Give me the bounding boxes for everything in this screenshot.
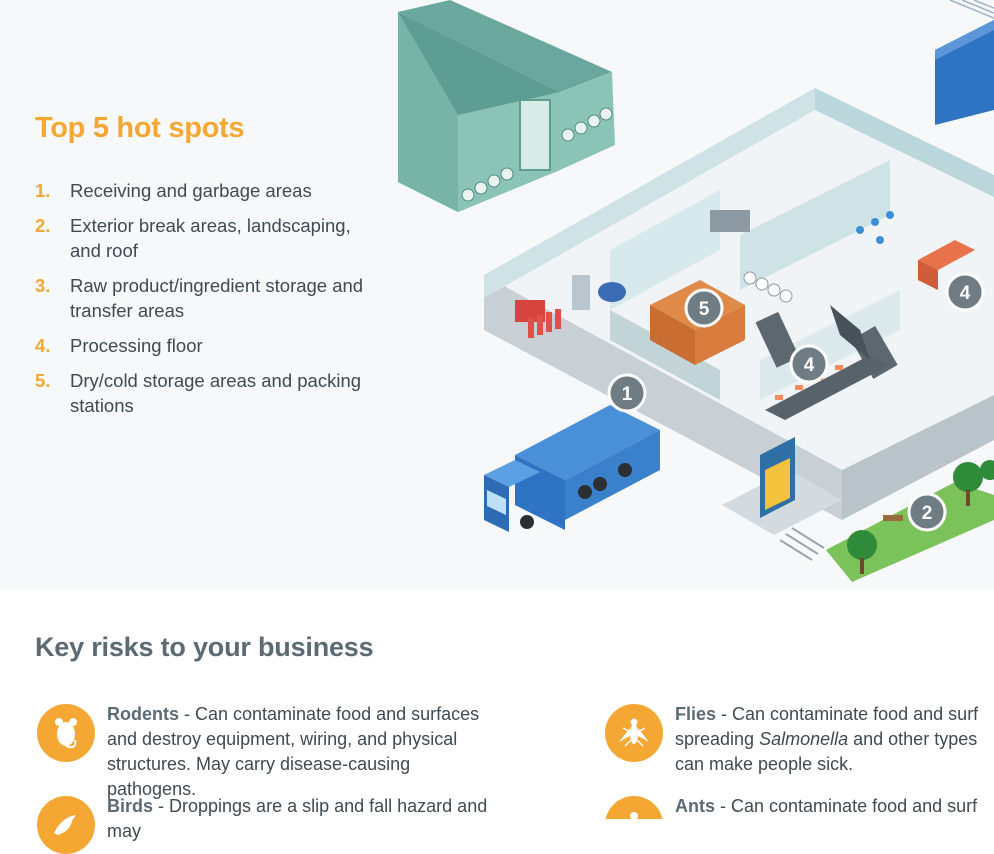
risk-emphasis: Salmonella — [759, 729, 849, 749]
risk-description: - Can contaminate food and surf — [715, 796, 978, 816]
hot-spots-title: Top 5 hot spots — [35, 112, 245, 144]
risk-name: Birds — [107, 796, 154, 816]
hotspot-badge-4-right[interactable]: 4 — [945, 272, 985, 312]
hot-spot-number: 5. — [35, 370, 51, 391]
hot-spot-item: 1. Receiving and garbage areas — [35, 178, 375, 203]
hot-spot-item: 5. Dry/cold storage areas and packing sta… — [35, 368, 375, 418]
svg-text:4: 4 — [804, 355, 815, 376]
hot-spot-item: 3. Raw product/ingredient storage and tra… — [35, 273, 375, 323]
hot-spot-text: Receiving and garbage areas — [70, 180, 312, 201]
break-area-lawn — [826, 460, 994, 582]
blue-structure — [935, 0, 994, 125]
delivery-truck — [484, 405, 660, 532]
svg-text:2: 2 — [922, 503, 933, 524]
risk-description: - Can contaminate food and surfaces and … — [107, 704, 480, 799]
risk-flies: Flies - Can contaminate food and surf spr… — [605, 702, 994, 777]
hot-spot-text: Dry/cold storage areas and packing stati… — [70, 370, 362, 416]
loading-dock — [722, 437, 842, 561]
rodent-icon — [37, 704, 95, 762]
risk-ants: Ants - Can contaminate food and surf — [605, 794, 994, 819]
hot-spot-text: Processing floor — [70, 335, 203, 356]
hot-spot-number: 2. — [35, 215, 51, 236]
risk-description: and other types — [848, 729, 978, 749]
svg-text:4: 4 — [960, 283, 971, 304]
risk-description: can make people sick. — [675, 754, 854, 774]
warehouse-building — [398, 0, 615, 212]
risk-description: - Can contaminate food and surf — [716, 704, 979, 724]
hot-spot-number: 4. — [35, 335, 51, 356]
fly-icon — [605, 704, 663, 762]
risk-birds: Birds - Droppings are a slip and fall ha… — [37, 794, 497, 854]
risk-rodents-text: Rodents - Can contaminate food and surfa… — [107, 702, 497, 802]
hot-spot-number: 1. — [35, 180, 51, 201]
risk-name: Flies — [675, 704, 717, 724]
risk-description: spreading — [675, 729, 760, 749]
key-risks-title: Key risks to your business — [35, 632, 374, 662]
equipment — [515, 210, 898, 420]
risk-ants-text: Ants - Can contaminate food and surf — [675, 794, 994, 819]
hotspot-badge-2[interactable]: 2 — [907, 492, 947, 532]
risk-flies-text: Flies - Can contaminate food and surf spr… — [675, 702, 994, 777]
hot-spot-number: 3. — [35, 275, 51, 296]
risk-description: - Droppings are a slip and fall hazard a… — [107, 796, 488, 841]
risk-birds-text: Birds - Droppings are a slip and fall ha… — [107, 794, 497, 844]
svg-text:1: 1 — [622, 384, 633, 405]
hotspot-badge-5[interactable]: 5 — [684, 288, 724, 328]
ant-icon — [605, 796, 663, 819]
hotspot-badge-1[interactable]: 1 — [607, 373, 647, 413]
hot-spot-text: Exterior break areas, landscaping, and r… — [70, 215, 351, 261]
hot-spot-text: Raw product/ingredient storage and trans… — [70, 275, 364, 321]
risk-name: Rodents — [107, 704, 179, 724]
hotspot-badge-4-floor[interactable]: 4 — [789, 344, 829, 384]
facility-illustration: 1 2 4 4 5 — [398, 0, 994, 582]
hot-spot-item: 4. Processing floor — [35, 333, 375, 358]
risk-name: Ants — [675, 796, 715, 816]
hot-spot-item: 2. Exterior break areas, landscaping, and… — [35, 213, 375, 263]
svg-text:5: 5 — [699, 299, 710, 320]
hot-spots-list: 1. Receiving and garbage areas 2. Exterior… — [35, 178, 375, 428]
bird-icon — [37, 796, 95, 854]
risk-rodents: Rodents - Can contaminate food and surfa… — [37, 702, 497, 802]
